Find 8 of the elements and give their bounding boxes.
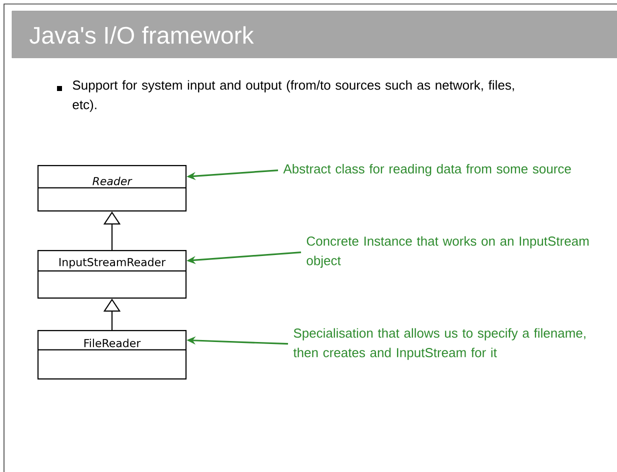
label: Support for system input and output (from/to sources such as network, files, etc). (72, 80, 514, 112)
class-box: FileReader (37, 330, 187, 380)
annotation-text: Specialisation that allows us to specify a filename, then creates and InputStream for it (293, 328, 586, 360)
annotation-text: Abstract class for reading data from some source (283, 164, 571, 176)
diagram-title: Java's I/O framework (30, 26, 254, 44)
class-box: Reader (37, 165, 187, 212)
annotation-text: Concrete Instance that works on an InputStream object (306, 236, 589, 268)
class-box: InputStreamReader (37, 250, 187, 299)
